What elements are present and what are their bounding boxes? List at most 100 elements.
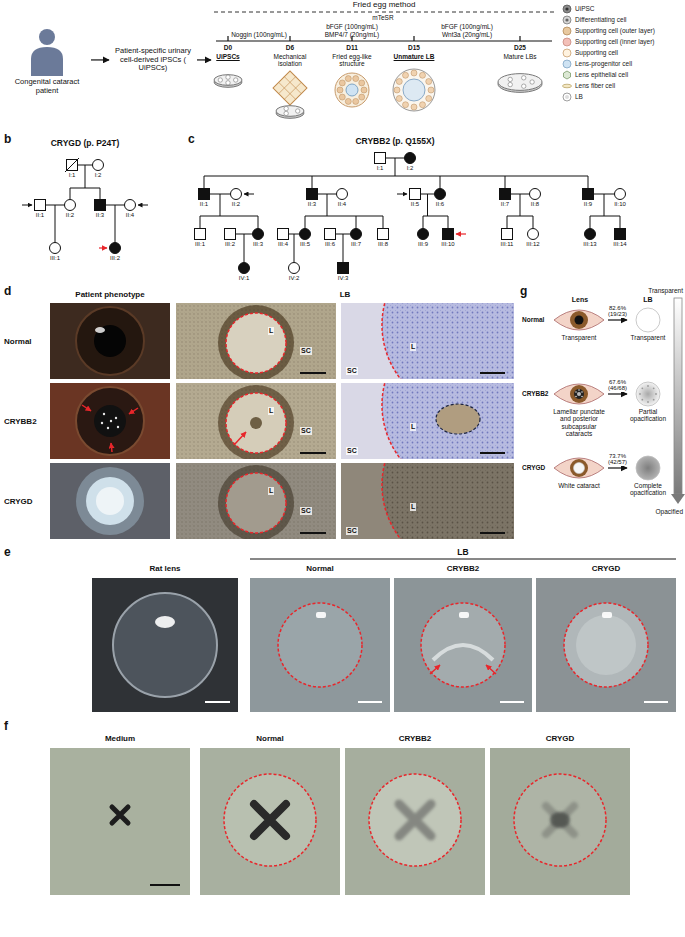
figure-node: Lamellar punctate and posterior subcapsu…: [551, 380, 607, 438]
pedigree-male: [375, 153, 386, 164]
figure-label: Normal: [256, 734, 284, 743]
dish-colony: [284, 106, 288, 110]
photo-panel: [345, 748, 485, 895]
node-illustration: [551, 306, 607, 334]
pedigree-id: III:2: [224, 241, 236, 248]
timeline-tick: [413, 36, 414, 41]
supporting-cell-ring: [218, 305, 294, 379]
pedigree-id: III:13: [582, 241, 597, 248]
supporting-cell: [361, 87, 367, 93]
photo-panel: [341, 463, 514, 539]
figure-label: Opacified: [656, 508, 683, 515]
legend-icon: [562, 92, 572, 102]
legend-row: UiPSC: [562, 3, 655, 14]
supporting-cell: [428, 87, 434, 93]
pedigree-line: [356, 216, 357, 229]
pedigree-line: [383, 216, 384, 229]
pedigree-line: [533, 216, 534, 229]
pedigree-id: IV:3: [337, 275, 349, 282]
figure-label: UiPSCs: [216, 53, 239, 60]
scale-bar: [480, 452, 505, 454]
scale-bar: [300, 532, 326, 534]
figure-label: D11: [346, 44, 358, 51]
stained-lb: [382, 303, 514, 379]
connector-arrow: [608, 467, 627, 468]
pedigree-line: [244, 234, 245, 263]
legend-text: Supporting cell (outer layer): [575, 27, 655, 34]
lentoid-body: [226, 313, 286, 373]
culture-dish-top: [276, 106, 304, 117]
opacity-dot: [655, 393, 657, 395]
photo-ground: [536, 578, 676, 712]
pedigree-male: [278, 229, 289, 240]
lentoid-body: [226, 473, 286, 533]
pedigree-male: [500, 189, 511, 200]
photo-texture: [176, 303, 336, 379]
figure-label: D6: [286, 44, 294, 51]
pedigree-male: [225, 229, 236, 240]
panel-letter: e: [4, 546, 11, 560]
nuclei-texture: [382, 463, 514, 539]
reflection: [95, 327, 105, 333]
node-text: White cataract: [551, 482, 607, 489]
dish-colony: [226, 81, 230, 85]
punctate-opacity: [575, 391, 576, 392]
opaque-blob: [550, 812, 570, 828]
timeline-tick: [519, 36, 520, 41]
dish-colony: [296, 109, 300, 113]
pedigree-line: [294, 234, 295, 263]
pedigree-id: III:11: [500, 241, 515, 248]
printed-x-mark: [254, 804, 286, 836]
legend-panel: UiPSCDifferentiating cellSupporting cell…: [562, 3, 655, 102]
pedigree-male: [615, 229, 626, 240]
figure-label: Lens: [572, 296, 588, 304]
photo-panel: [176, 463, 336, 539]
pedigree-line: [327, 194, 328, 216]
pedigree-line: [505, 176, 506, 189]
figure-label: SC: [346, 367, 358, 375]
lb-outline: [382, 303, 514, 379]
figure-label: CRYBB2: [399, 734, 432, 743]
legend-icon: [562, 15, 572, 25]
figure-label: L: [410, 423, 416, 431]
legend-text: UiPSC: [575, 5, 595, 12]
pedigree-line: [604, 194, 605, 216]
pedigree-id: II:2: [231, 201, 241, 208]
photo-ground: [50, 303, 170, 379]
figure-label: CRYBB2: [4, 417, 37, 426]
opacity-dot: [647, 385, 649, 387]
gradient-arrow-head: [671, 494, 685, 504]
opacity-dot: [641, 387, 643, 389]
photo-panel: [176, 383, 336, 459]
pedigree-male: [583, 189, 594, 200]
pedigree-id: III:3: [252, 241, 264, 248]
photo-ground: [50, 463, 170, 539]
photo-panel: [394, 578, 532, 712]
photo-panel: [50, 463, 170, 539]
eye-outline: [554, 458, 604, 478]
punctate-opacity: [581, 396, 582, 397]
pointer-arrow: [129, 408, 138, 414]
pedigree-line: [204, 176, 588, 177]
figure-label: CRYBB2: [522, 390, 549, 397]
legend-icon-shape: [563, 84, 572, 88]
lb-outline: [382, 463, 514, 539]
photo-ground: [176, 303, 336, 379]
lb-symbol: [636, 456, 660, 480]
pointer-arrow: [111, 443, 112, 452]
photo-ground: [490, 748, 630, 895]
pedigree-line: [258, 216, 259, 229]
opacity-dot: [653, 399, 655, 401]
node-text: Transparent: [628, 334, 668, 341]
pedigree-id: II:9: [583, 201, 593, 208]
scale-bar: [480, 532, 505, 534]
legend-icon: [562, 26, 572, 36]
figure-label: LB: [456, 548, 469, 558]
node-illustration: [628, 306, 668, 334]
panel-letter: f: [4, 720, 8, 734]
supporting-cell: [339, 94, 345, 100]
stained-lb: [382, 463, 514, 539]
figure-label: SC: [300, 427, 312, 435]
supporting-cell: [394, 87, 400, 93]
lb-outline: [226, 393, 286, 453]
